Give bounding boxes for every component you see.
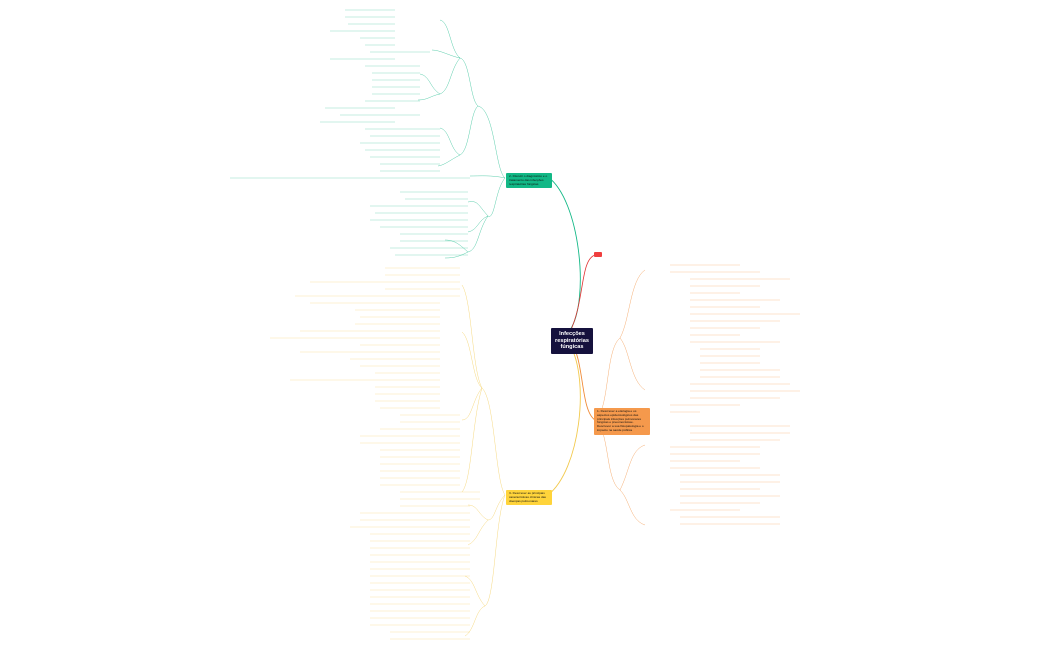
connector-red <box>569 254 596 333</box>
connector-yellow <box>547 344 581 496</box>
yellow-subtree-lines <box>461 284 506 637</box>
orange-subtree-lines <box>594 269 646 526</box>
central-topic-line-3: fúngicas <box>560 344 584 351</box>
green-leaf-underlines <box>230 9 470 256</box>
central-topic[interactable]: Infecções respiratórias fúngicas <box>551 328 593 354</box>
central-topic-line-1: Infecções <box>559 331 585 337</box>
central-topic-line-2: respiratórias <box>555 337 589 344</box>
branch-diagnosis-treatment[interactable]: 2- Discutir o diagnóstico e o tratamento… <box>506 173 552 189</box>
green-subtree-lines <box>417 19 506 259</box>
connector-green <box>547 176 581 331</box>
branch-clinical-features[interactable]: 3- Descrever as principais característic… <box>506 490 552 506</box>
branch-yellow-label: 3- Descrever as principais característic… <box>509 491 546 503</box>
branch-red-topic[interactable] <box>594 252 602 257</box>
branch-green-label: 2- Discutir o diagnóstico e o tratamento… <box>509 174 548 186</box>
branch-etiology-epidemiology[interactable]: 1- Descrever a etiologia e os aspectos e… <box>594 408 650 435</box>
yellow-leaf-underlines <box>270 267 480 640</box>
branch-orange-label: 1- Descrever a etiologia e os aspectos e… <box>597 409 644 432</box>
orange-leaf-underlines <box>670 264 800 525</box>
